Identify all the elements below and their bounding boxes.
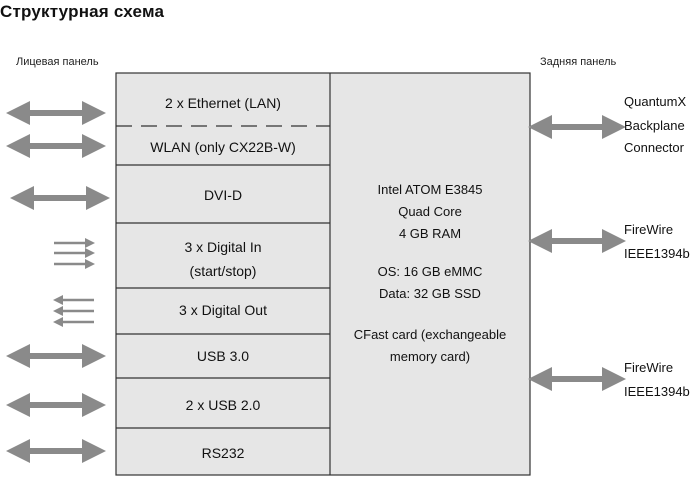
firewire-label-2: IEEE1394b (624, 384, 690, 399)
module-ethernet: 2 x Ethernet (LAN) (165, 95, 281, 111)
cpu-line: Quad Core (398, 204, 462, 219)
rear-panel-label: Задняя панель (540, 56, 617, 68)
module-digital-out: 3 x Digital Out (179, 302, 267, 318)
firewire-label-2: FireWire (624, 360, 673, 375)
backplane-label: Backplane (624, 118, 685, 133)
firewire-label-1: FireWire (624, 222, 673, 237)
cpu-line: 4 GB RAM (399, 226, 461, 241)
module-usb3: USB 3.0 (197, 348, 249, 364)
page-title: Структурная схема (0, 2, 165, 21)
front-panel-label: Лицевая панель (16, 56, 99, 68)
backplane-label: Connector (624, 140, 685, 155)
module-wlan: WLAN (only CX22B-W) (150, 139, 295, 155)
cpu-line: Intel ATOM E3845 (377, 182, 482, 197)
backplane-label: QuantumX (624, 94, 686, 109)
module-digital-in: 3 x Digital In (184, 239, 261, 255)
module-usb2: 2 x USB 2.0 (186, 397, 261, 413)
module-digital-in-sub: (start/stop) (190, 263, 257, 279)
cpu-line: Data: 32 GB SSD (379, 286, 481, 301)
device-frame (115, 72, 531, 476)
cpu-line: OS: 16 GB eMMC (378, 264, 483, 279)
module-dvi: DVI-D (204, 187, 242, 203)
cpu-line: CFast card (exchangeable (354, 327, 506, 342)
cpu-line: memory card) (390, 349, 470, 364)
module-rs232: RS232 (202, 445, 245, 461)
firewire-label-1: IEEE1394b (624, 246, 690, 261)
